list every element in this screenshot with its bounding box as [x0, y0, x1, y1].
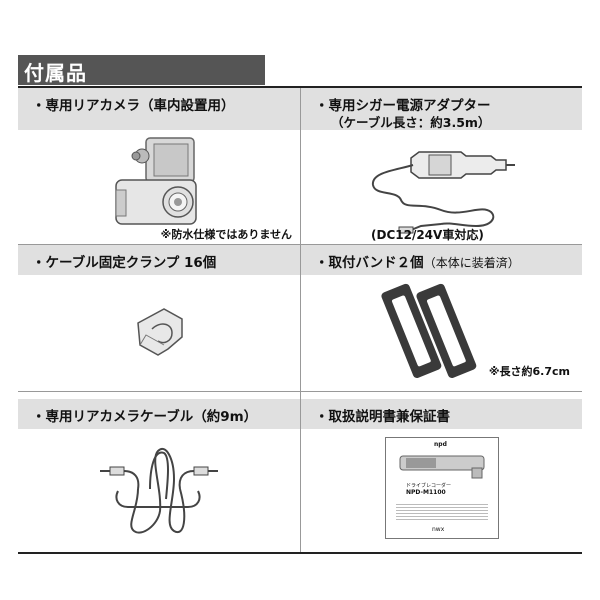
- accessories-grid: ・専用リアカメラ（車内設置用） ・専用シガー電源アダプター （ケーブル長さ：約3…: [18, 86, 582, 554]
- item-label-rear-cable: ・専用リアカメラケーブル（約9m）: [32, 409, 258, 425]
- item-header-rear-cable: ・専用リアカメラケーブル（約9m）: [18, 399, 300, 429]
- rear-camera-illustration: [115, 137, 197, 225]
- item-label-rear-camera: ・専用リアカメラ（車内設置用）: [32, 98, 235, 114]
- section-title: 付属品: [24, 61, 87, 85]
- manual-brand: npd: [434, 441, 447, 448]
- item-note-band: ※長さ約6.7cm: [488, 365, 570, 378]
- item-note-rear-camera: ※防水仕様ではありません: [160, 228, 292, 241]
- item-header-clamp: ・ケーブル固定クランプ 16個: [18, 245, 300, 275]
- item-label-clamp: ・ケーブル固定クランプ 16個: [32, 255, 217, 271]
- item-image-rear-cable: [18, 429, 300, 552]
- item-image-cigar-adapter: (DC12/24V車対応): [301, 130, 582, 244]
- item-label-band: ・取付バンド２個（本体に装着済）: [315, 255, 520, 271]
- manual-maker: nwx: [432, 526, 445, 533]
- item-header-cigar-adapter: ・専用シガー電源アダプター （ケーブル長さ：約3.5m）: [301, 88, 582, 130]
- manual-model: NPD-M1100: [406, 489, 446, 496]
- item-label-cigar-adapter: ・専用シガー電源アダプター: [315, 98, 491, 114]
- item-header-manual: ・取扱説明書兼保証書: [301, 399, 582, 429]
- cigar-adapter-illustration: [372, 151, 515, 234]
- item-sublabel-cigar-adapter: （ケーブル長さ：約3.5m）: [331, 115, 491, 130]
- item-label-manual: ・取扱説明書兼保証書: [315, 409, 450, 425]
- clamp-illustration: [137, 308, 183, 356]
- item-image-clamp: [18, 275, 300, 391]
- manual-subtitle: ドライブレコーダー: [406, 483, 452, 489]
- manual-device-icon: [399, 455, 485, 479]
- item-header-rear-camera: ・専用リアカメラ（車内設置用）: [18, 88, 300, 130]
- item-image-rear-camera: ※防水仕様ではありません: [18, 130, 300, 244]
- column-divider: [300, 88, 301, 552]
- item-label-band-extra: （本体に装着済）: [423, 256, 520, 270]
- band-illustration: [381, 283, 477, 378]
- manual-text-lines: [396, 504, 488, 520]
- item-image-manual: npd ドライブレコーダー NPD-M1100 nwx: [301, 429, 582, 552]
- section-title-bar: 付属品: [18, 55, 265, 85]
- item-header-band: ・取付バンド２個（本体に装着済）: [301, 245, 582, 275]
- manual-illustration: npd ドライブレコーダー NPD-M1100 nwx: [385, 437, 499, 539]
- item-image-band: ※長さ約6.7cm: [301, 275, 582, 391]
- rear-cable-illustration: [100, 448, 218, 534]
- item-note-cigar-adapter: (DC12/24V車対応): [371, 228, 484, 242]
